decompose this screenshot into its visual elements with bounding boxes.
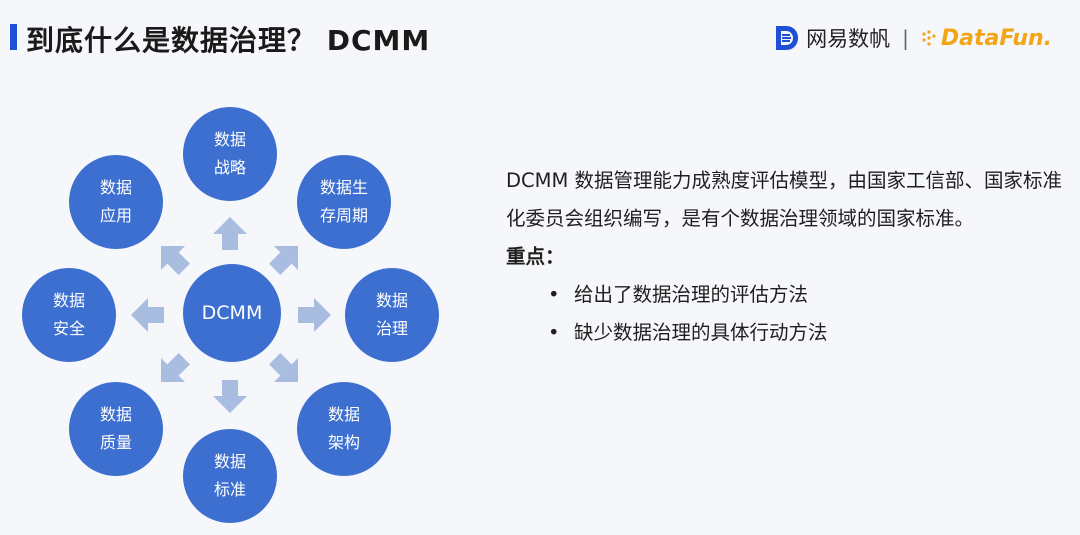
- node-label-line2: 标准: [213, 480, 246, 499]
- bullet-icon: •: [548, 321, 560, 344]
- key-points-list: • 给出了数据治理的评估方法 • 缺少数据治理的具体行动方法: [506, 276, 1076, 352]
- node-data-quality: 数据 质量: [69, 382, 163, 476]
- node-label-line2: 治理: [375, 319, 408, 338]
- key-point-text: 缺少数据治理的具体行动方法: [574, 321, 828, 344]
- title-accent-bar: [10, 24, 17, 50]
- node-label-line2: 存周期: [319, 206, 368, 225]
- node-label-line2: 应用: [99, 206, 132, 225]
- description-panel: DCMM 数据管理能力成熟度评估模型，由国家工信部、国家标准化委员会组织编写，是…: [506, 162, 1076, 352]
- netease-logo-text: 网易数帆: [806, 27, 891, 51]
- datafun-logo: DataFun.: [921, 26, 1052, 51]
- arrow-right-icon: [294, 295, 334, 335]
- node-label-line1: 数据生: [319, 178, 368, 197]
- arrow-up-left-icon: [145, 230, 202, 287]
- node-label-line2: 安全: [52, 319, 85, 338]
- node-data-security: 数据 安全: [22, 268, 116, 362]
- netease-logo-icon: [776, 26, 799, 50]
- node-data-lifecycle: 数据生 存周期: [297, 155, 391, 249]
- node-label-line2: 质量: [99, 433, 132, 452]
- logo-area: 网易数帆 | DataFun.: [774, 22, 1052, 54]
- key-point-text: 给出了数据治理的评估方法: [574, 283, 809, 306]
- node-label-line2: 战略: [213, 158, 246, 177]
- arrow-left-icon: [128, 295, 168, 335]
- datafun-logo-text: DataFun.: [940, 25, 1052, 51]
- node-label-line1: 数据: [99, 178, 132, 197]
- node-label-line1: 数据: [52, 291, 85, 310]
- node-label-line1: 数据: [375, 291, 408, 310]
- node-label-line1: 数据: [213, 130, 246, 149]
- datafun-dots-icon: [922, 30, 936, 46]
- node-label-line1: 数据: [99, 405, 132, 424]
- node-label-line2: 架构: [327, 433, 360, 452]
- description-intro: DCMM 数据管理能力成熟度评估模型，由国家工信部、国家标准化委员会组织编写，是…: [506, 169, 1062, 230]
- node-data-governance: 数据 治理: [345, 268, 439, 362]
- bullet-icon: •: [548, 283, 560, 306]
- key-points-label: 重点：: [506, 245, 565, 268]
- center-node-dcmm: DCMM: [183, 264, 281, 362]
- list-item: • 缺少数据治理的具体行动方法: [506, 314, 1076, 352]
- node-label-line1: 数据: [213, 452, 246, 471]
- node-data-standard: 数据 标准: [183, 429, 277, 523]
- center-node-label: DCMM: [201, 302, 263, 324]
- arrow-down-left-icon: [145, 342, 202, 399]
- list-item: • 给出了数据治理的评估方法: [506, 276, 1076, 314]
- node-data-architecture: 数据 架构: [297, 382, 391, 476]
- arrow-up-right-icon: [258, 230, 315, 287]
- node-data-application: 数据 应用: [69, 155, 163, 249]
- page-title: 到底什么是数据治理？ DCMM: [26, 24, 431, 57]
- node-label-line1: 数据: [327, 405, 360, 424]
- logo-separator: |: [902, 26, 909, 50]
- arrow-down-right-icon: [258, 342, 315, 399]
- arrow-up-icon: [210, 214, 250, 254]
- arrow-down-icon: [210, 376, 250, 416]
- node-data-strategy: 数据 战略: [183, 107, 277, 201]
